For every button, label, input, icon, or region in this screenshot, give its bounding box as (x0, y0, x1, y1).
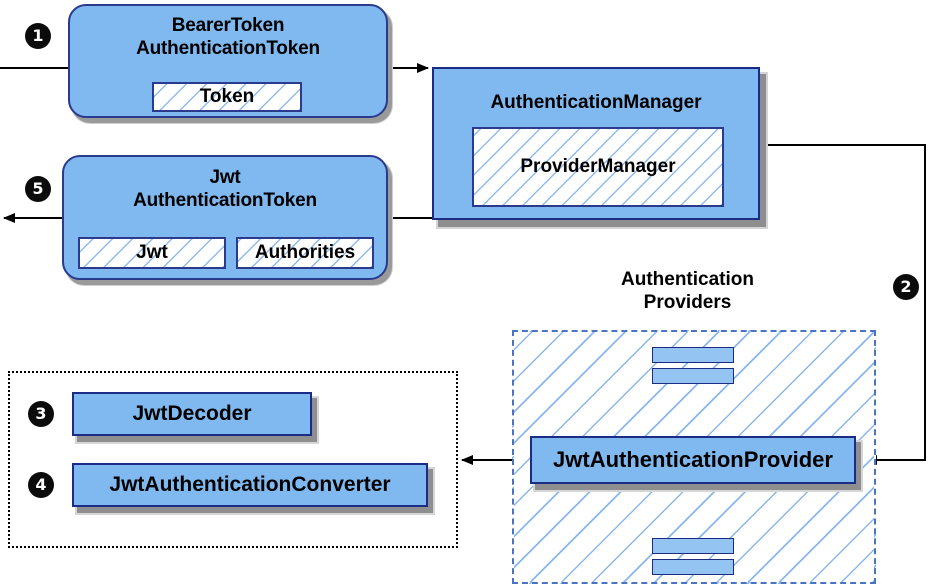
arrow-manager-to-provider (760, 144, 926, 465)
jwt-decoder-box[interactable]: JwtDecoder (72, 392, 312, 436)
provider-placeholder-bar-top-2 (652, 368, 734, 384)
jwt-token-title-line2: AuthenticationToken (133, 190, 317, 211)
provider-placeholder-bar-top-1 (652, 347, 734, 363)
badge-step-1: 1 (25, 23, 51, 49)
jwt-authentication-provider-label: JwtAuthenticationProvider (553, 447, 833, 472)
bearer-token-title-line1: BearerToken (171, 15, 285, 36)
bearer-token-title-line2: AuthenticationToken (136, 38, 320, 59)
jwt-decoder-label: JwtDecoder (132, 402, 252, 425)
jwt-token-field-authorities[interactable]: Authorities (236, 237, 374, 269)
jwt-token-title: Jwt AuthenticationToken (64, 166, 386, 212)
badge-step-2: 2 (893, 274, 919, 300)
provider-manager-label: ProviderManager (520, 156, 676, 177)
jwt-authentication-converter-box[interactable]: JwtAuthenticationConverter (72, 463, 428, 507)
jwt-authentication-token-box[interactable]: Jwt AuthenticationToken Jwt Authorities (62, 155, 388, 280)
bearer-token-title: BearerToken AuthenticationToken (70, 14, 386, 60)
jwt-token-field-authorities-label: Authorities (254, 242, 356, 263)
jwt-token-title-line1: Jwt (209, 167, 241, 188)
bearer-token-authentication-token-box[interactable]: BearerToken AuthenticationToken Token (68, 4, 388, 118)
jwt-token-field-jwt[interactable]: Jwt (78, 237, 226, 269)
authentication-manager-title: AuthenticationManager (490, 92, 702, 113)
bearer-token-field-label: Token (199, 86, 255, 107)
authentication-providers-label-line2: Providers (643, 292, 732, 313)
jwt-configuration-container (8, 371, 458, 548)
badge-step-3: 3 (28, 401, 54, 427)
provider-manager-field[interactable]: ProviderManager (472, 127, 724, 207)
badge-step-5: 5 (25, 176, 51, 202)
badge-step-4: 4 (28, 472, 54, 498)
authentication-providers-label: Authentication Providers (565, 268, 810, 314)
bearer-token-field-token[interactable]: Token (152, 82, 302, 112)
jwt-authentication-provider-box[interactable]: JwtAuthenticationProvider (530, 436, 856, 484)
authentication-providers-label-line1: Authentication (621, 269, 754, 290)
provider-placeholder-bar-bottom-1 (652, 538, 734, 554)
provider-placeholder-bar-bottom-2 (652, 559, 734, 575)
authentication-manager-box[interactable]: AuthenticationManager ProviderManager (432, 67, 760, 220)
jwt-token-field-jwt-label: Jwt (136, 242, 168, 263)
jwt-authentication-converter-label: JwtAuthenticationConverter (109, 473, 391, 496)
